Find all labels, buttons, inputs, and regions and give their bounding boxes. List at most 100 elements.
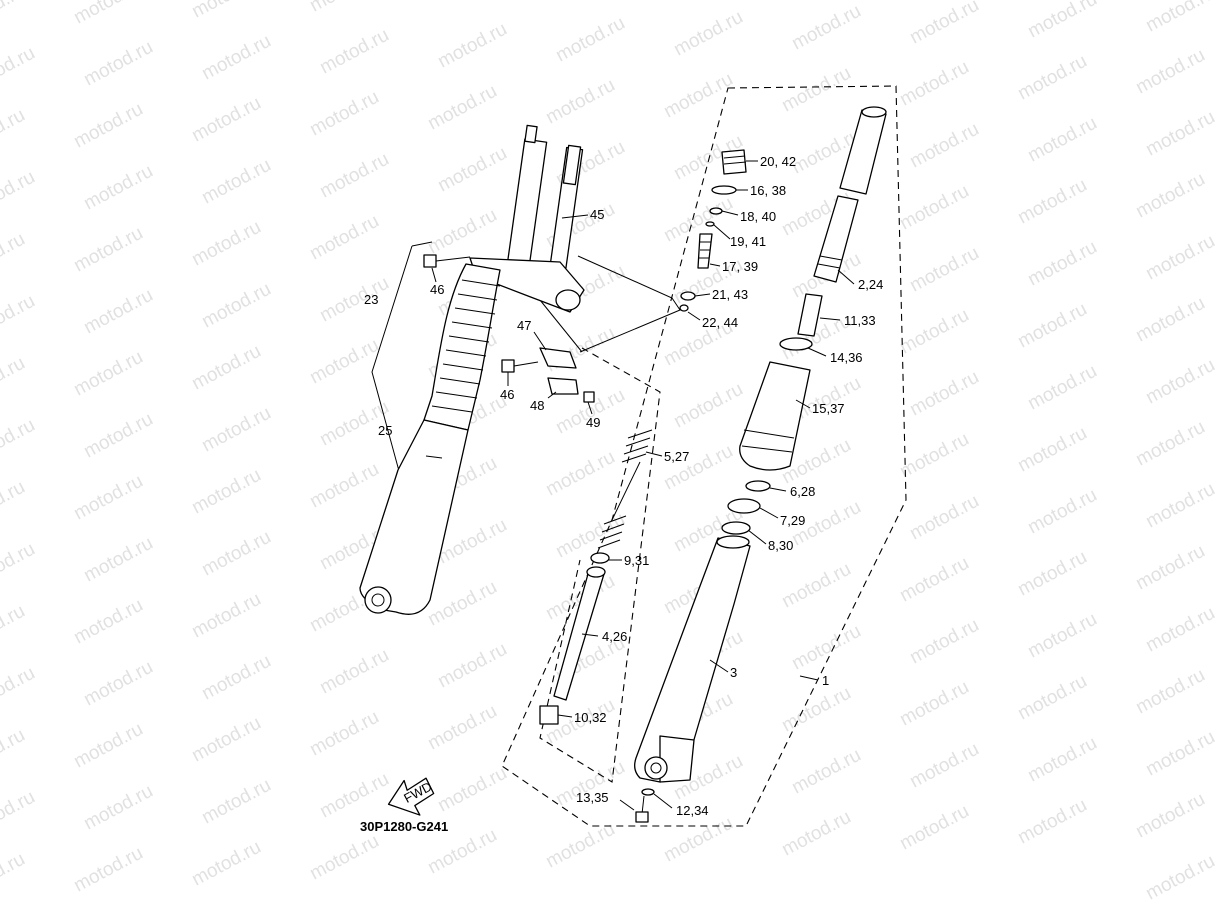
clamp-bracket-lines: [577, 255, 681, 353]
label-45: 45: [590, 207, 604, 222]
diagram-code: 30P1280-G241: [360, 819, 448, 834]
watermark-text: motod.ru: [434, 19, 510, 73]
clamp-bracket-lower: [539, 299, 583, 353]
watermark-text: motod.ru: [1024, 733, 1100, 787]
watermark-text: motod.ru: [70, 223, 146, 277]
bolt-13-head: [635, 811, 649, 823]
watermark-text: motod.ru: [1014, 175, 1090, 229]
label-18-40: 18, 40: [740, 209, 776, 224]
label-8-30: 8,30: [768, 538, 793, 553]
bolt-46-upper: [423, 254, 471, 268]
spring-5-body: [611, 461, 641, 521]
bolt-49: [583, 391, 595, 403]
watermark-text: motod.ru: [0, 291, 39, 345]
outer-tube-3-axle-boss: [644, 756, 668, 780]
watermark-text: motod.ru: [306, 211, 382, 265]
damper-rod-head: [586, 566, 606, 578]
bolt-head: [423, 254, 437, 268]
watermark-text: motod.ru: [660, 193, 736, 247]
bracket-47: [539, 347, 577, 369]
spring-5-top: [621, 429, 653, 463]
watermark-text: motod.ru: [1014, 299, 1090, 353]
label-20-42: 20, 42: [760, 154, 796, 169]
watermark-text: motod.ru: [896, 57, 972, 111]
watermark-text: motod.ru: [542, 447, 618, 501]
watermark-text: motod.ru: [1142, 355, 1217, 409]
spring-5-bottom: [597, 515, 627, 549]
watermark-text: motod.ru: [80, 285, 156, 339]
watermark-text: motod.ru: [0, 43, 39, 97]
label-46-upper: 46: [430, 282, 444, 297]
watermark-text: motod.ru: [1132, 169, 1208, 223]
label-16-38: 16, 38: [750, 183, 786, 198]
watermark-text: motod.ru: [70, 0, 146, 28]
watermark-text: motod.ru: [198, 155, 274, 209]
watermark-text: motod.ru: [0, 477, 29, 531]
watermark-text: motod.ru: [70, 595, 146, 649]
label-12-34: 12,34: [676, 803, 709, 818]
label-46-lower: 46: [500, 387, 514, 402]
watermark-text: motod.ru: [552, 509, 628, 563]
clamp-bolt-boss: [555, 289, 581, 311]
watermark-text: motod.ru: [896, 553, 972, 607]
spring-10-body: [539, 705, 559, 725]
label-11-33: 11,33: [844, 313, 876, 328]
watermark-text: motod.ru: [80, 409, 156, 463]
steering-stem-thread: [562, 144, 582, 186]
watermark-text: motod.ru: [1132, 417, 1208, 471]
watermark-text: motod.ru: [906, 0, 982, 48]
label-17-39: 17, 39: [722, 259, 758, 274]
watermark-text: motod.ru: [424, 577, 500, 631]
watermark-text: motod.ru: [1142, 479, 1217, 533]
watermark-text: motod.ru: [70, 347, 146, 401]
watermark-text: motod.ru: [1014, 795, 1090, 849]
bolt-shank: [435, 256, 471, 262]
watermark-text: motod.ru: [1024, 0, 1100, 42]
watermark-text: motod.ru: [434, 143, 510, 197]
watermark-text: motod.ru: [1142, 231, 1217, 285]
fork-cap-top: [524, 124, 538, 144]
watermark-text: motod.ru: [434, 763, 510, 817]
watermark-text: motod.ru: [306, 335, 382, 389]
watermark-text: motod.ru: [670, 7, 746, 61]
watermark-text: motod.ru: [0, 725, 29, 779]
watermark-text: motod.ru: [306, 0, 382, 16]
label-47: 47: [517, 318, 531, 333]
watermark-text: motod.ru: [0, 787, 39, 841]
watermark-text: motod.ru: [1142, 727, 1217, 781]
watermark-text: motod.ru: [906, 491, 982, 545]
label-2-24: 2,24: [858, 277, 883, 292]
dust-boot-ribs: [741, 429, 795, 453]
watermark-text: motod.ru: [1014, 51, 1090, 105]
watermark-text: motod.ru: [542, 819, 618, 873]
watermark-text: motod.ru: [1132, 789, 1208, 843]
damper-group-dashed-outline: [539, 347, 661, 783]
watermark-text: motod.ru: [660, 69, 736, 123]
label-1: 1: [822, 673, 829, 688]
o-ring-16: [711, 185, 737, 195]
label-13-35: 13,35: [576, 790, 609, 805]
watermark-text: motod.ru: [198, 651, 274, 705]
watermark-text: motod.ru: [670, 379, 746, 433]
seal-7: [727, 498, 761, 514]
watermark-text: motod.ru: [1024, 113, 1100, 167]
ring-9: [590, 552, 610, 564]
watermark-text: motod.ru: [188, 589, 264, 643]
watermark-text: motod.ru: [80, 657, 156, 711]
watermark-text: motod.ru: [1024, 485, 1100, 539]
watermark-text: motod.ru: [424, 205, 500, 259]
watermark-text: motod.ru: [306, 459, 382, 513]
watermark-text: motod.ru: [1132, 45, 1208, 99]
dust-boot-15: [739, 361, 811, 471]
watermark-text: motod.ru: [778, 559, 854, 613]
watermark-text: motod.ru: [896, 677, 972, 731]
label-48: 48: [530, 398, 544, 413]
watermark-text: motod.ru: [1024, 609, 1100, 663]
bolt-46-lower-head: [501, 359, 515, 373]
watermark-text: motod.ru: [906, 615, 982, 669]
watermark-text: motod.ru: [778, 63, 854, 117]
watermark-text: motod.ru: [306, 707, 382, 761]
clamp-48: [547, 377, 579, 395]
label-21-43: 21, 43: [712, 287, 748, 302]
label-25: 25: [378, 423, 392, 438]
